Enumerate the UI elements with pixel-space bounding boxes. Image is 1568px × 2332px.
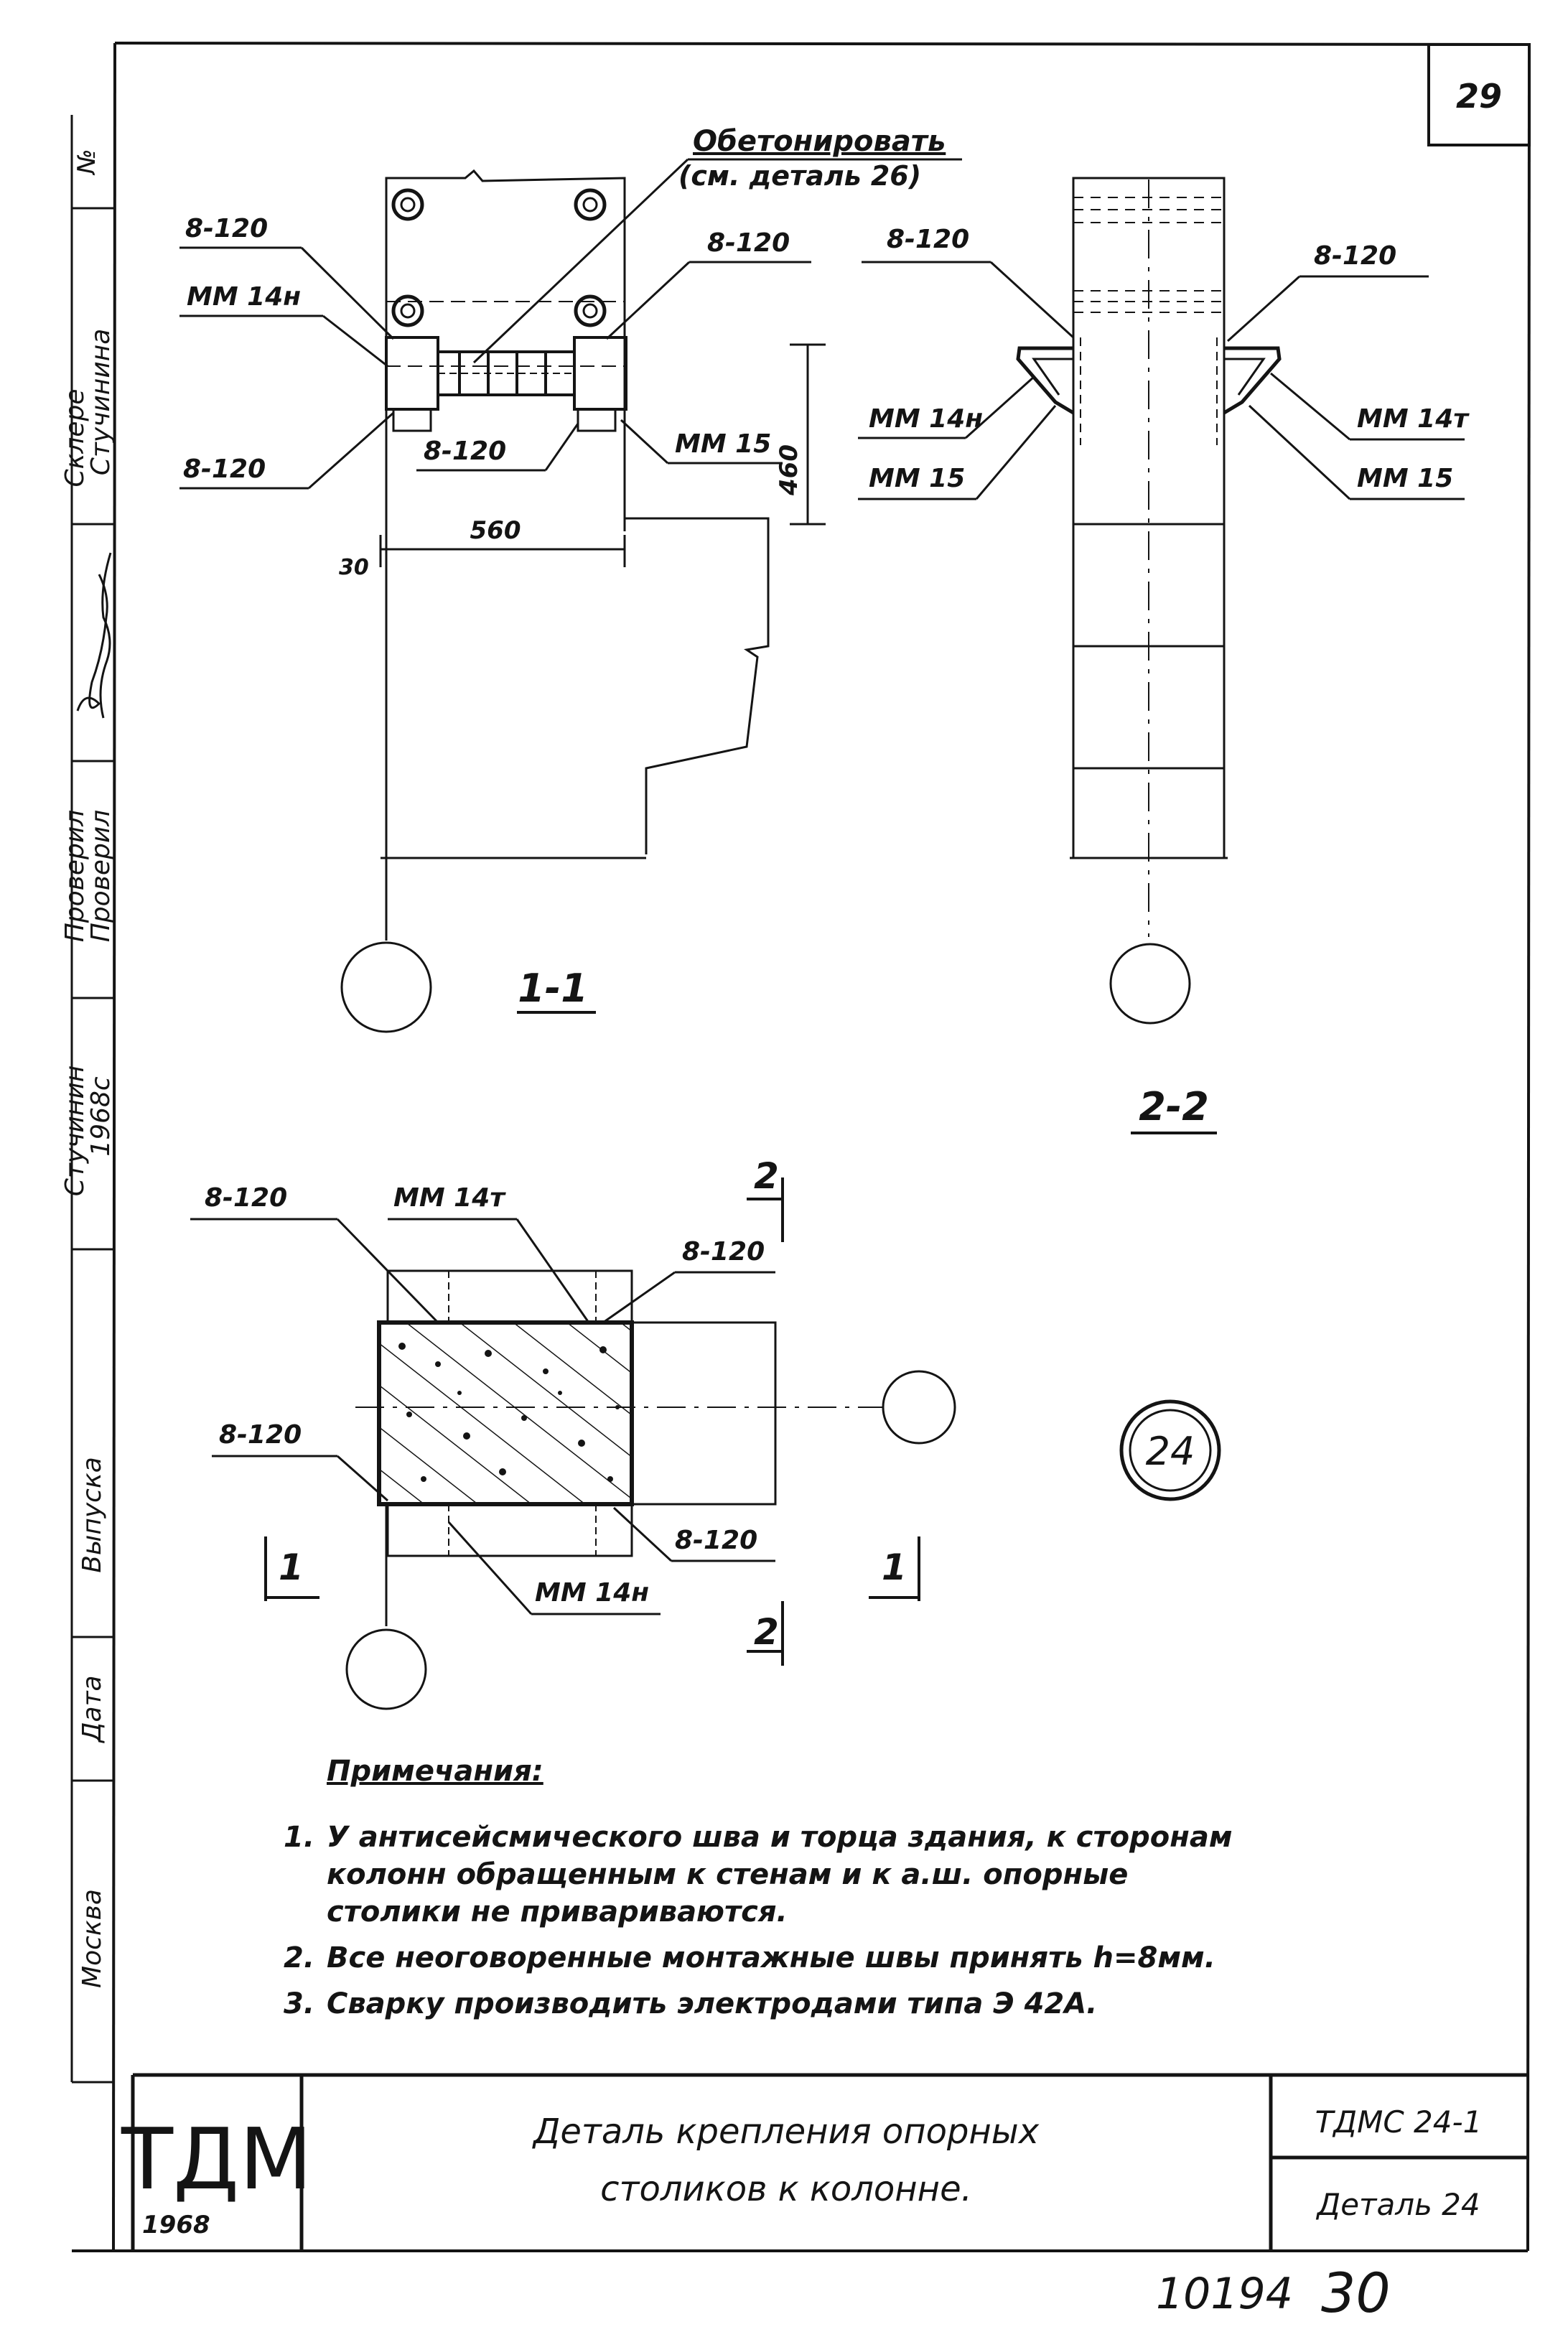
weld-label-tr: 8-120 (707, 228, 790, 258)
section-2-2-view: 8-120 8-120 ММ 14н ММ 15 ММ 14т ММ 15 2-… (858, 177, 1470, 1134)
side-label-year: 1968с (86, 1076, 116, 1157)
dim-460: 460 (775, 444, 803, 496)
sheet-frame (72, 42, 1531, 2252)
weld-label-22-left: 8-120 (887, 225, 969, 254)
mm15-label-3: ММ 15 (1357, 464, 1453, 493)
dim-560: 560 (470, 516, 521, 545)
mm15-label-1: ММ 15 (675, 429, 771, 459)
side-label-stuchinina: Стучинина (86, 329, 116, 476)
concrete-aggregate (398, 1343, 620, 1482)
plan-view-labels: 8-120 ММ 14т 8-120 8-120 8-120 ММ 14н (190, 1183, 775, 1615)
section-1-1-labels: Обетонировать (см. деталь 26) 8-120 ММ 1… (179, 125, 962, 490)
note-1-line-3: столики не привариваются. (327, 1895, 788, 1928)
weld-label-plan-l: 8-120 (219, 1420, 302, 1450)
side-label-issue: Выпуска (78, 1457, 107, 1573)
mm14n-label-1: ММ 14н (187, 282, 301, 312)
detail-badge-number: 24 (1146, 1429, 1195, 1474)
concrete-note-line2: (см. деталь 26) (678, 160, 921, 192)
footer-number-1: 10194 (1156, 2269, 1293, 2319)
side-label-stuchinin: Стучинин (60, 1065, 90, 1197)
note-3-num: 3. (284, 1987, 314, 2020)
side-label-moscow: Москва (78, 1889, 107, 1988)
weld-label-plan-br: 8-120 (675, 1526, 757, 1555)
plan-view: 2 2 1 1 8-120 ММ 14т 8-120 8-120 8-120 (190, 1155, 956, 1710)
weld-label-mid: 8-120 (424, 437, 506, 466)
dim-30: 30 (339, 555, 369, 580)
signature-2 (99, 552, 112, 719)
note-3-line-1: Сварку производить электродами типа Э 42… (327, 1987, 1097, 2020)
note-1-line-2: колонн обращенным к стенам и к а.ш. опор… (327, 1858, 1128, 1891)
support-tables (385, 336, 627, 432)
title-block: ТДМ 1968 Деталь крепления опорных столик… (121, 2073, 1528, 2251)
cut-2-top: 2 (754, 1155, 779, 1197)
weld-label-tl: 8-120 (185, 214, 268, 243)
title-line-2: столиков к колонне. (600, 2169, 972, 2209)
title-line-1: Деталь крепления опорных (532, 2112, 1040, 2152)
weld-label-22-right: 8-120 (1314, 241, 1396, 271)
note-2-num: 2. (284, 1941, 314, 1974)
column-hatched-section (377, 1320, 634, 1506)
tdm-logo: ТДМ (121, 2109, 312, 2209)
footer-numbers: 10194 30 (1156, 2261, 1391, 2325)
mm14n-label-plan: ММ 14н (535, 1578, 649, 1608)
side-stamp: № Склере Стучинина Проверил Проверил Сту… (60, 115, 116, 2084)
notes-heading: Примечания: (327, 1755, 543, 1788)
signature-1 (76, 574, 108, 712)
axis-bubble-3 (345, 1628, 427, 1710)
weld-label-plan-tl: 8-120 (205, 1183, 287, 1213)
concrete-note-line1: Обетонировать (693, 125, 946, 158)
mm14t-label-2: ММ 14т (1357, 404, 1470, 434)
cut-1-right: 1 (882, 1547, 907, 1588)
tdm-year: 1968 (142, 2211, 210, 2239)
side-label-sklere: Склере (60, 388, 90, 487)
section-2-2-title: 2-2 (1139, 1084, 1209, 1129)
footer-number-2: 30 (1321, 2261, 1391, 2325)
cut-marks: 2 2 1 1 (264, 1155, 920, 1666)
mm14n-label-2: ММ 14н (869, 404, 983, 434)
weld-label-plan-tr: 8-120 (682, 1237, 765, 1267)
axis-bubble-1 (340, 941, 432, 1033)
weld-label-bl: 8-120 (183, 454, 266, 484)
mm15-label-2: ММ 15 (869, 464, 965, 493)
notes-block: Примечания: 1. У антисейсмического шва и… (284, 1755, 1233, 2020)
note-2-line-1: Все неоговоренные монтажные швы принять … (327, 1941, 1215, 1974)
section-1-1-view: 460 560 30 Обетонировать (см. деталь 26)… (179, 125, 962, 1033)
axis-bubble-2 (1109, 943, 1191, 1025)
mm14t-label-plan: ММ 14т (393, 1183, 506, 1213)
side-label-checked-1: Проверил (60, 810, 90, 943)
detail-badge: 24 (1119, 1399, 1221, 1501)
page-number-box: 29 (1427, 43, 1531, 146)
axis-bubble-4 (882, 1370, 956, 1445)
anchor-bolts (391, 188, 607, 327)
cut-1-left: 1 (279, 1547, 304, 1588)
side-label-date: Дата (78, 1675, 107, 1743)
cut-2-bottom: 2 (754, 1611, 779, 1653)
drawing-detail: Деталь 24 (1315, 2187, 1480, 2222)
section-1-1-title: 1-1 (518, 966, 588, 1011)
section-2-2-labels: 8-120 8-120 ММ 14н ММ 15 ММ 14т ММ 15 (858, 225, 1470, 500)
drawing-code: ТДМС 24-1 (1315, 2104, 1483, 2140)
note-1-num: 1. (284, 1821, 314, 1854)
note-1-line-1: У антисейсмического шва и торца здания, … (327, 1821, 1233, 1854)
page-number: 29 (1456, 77, 1502, 116)
side-label-no: № (73, 149, 101, 175)
side-label-checked-2: Проверил (86, 810, 116, 943)
